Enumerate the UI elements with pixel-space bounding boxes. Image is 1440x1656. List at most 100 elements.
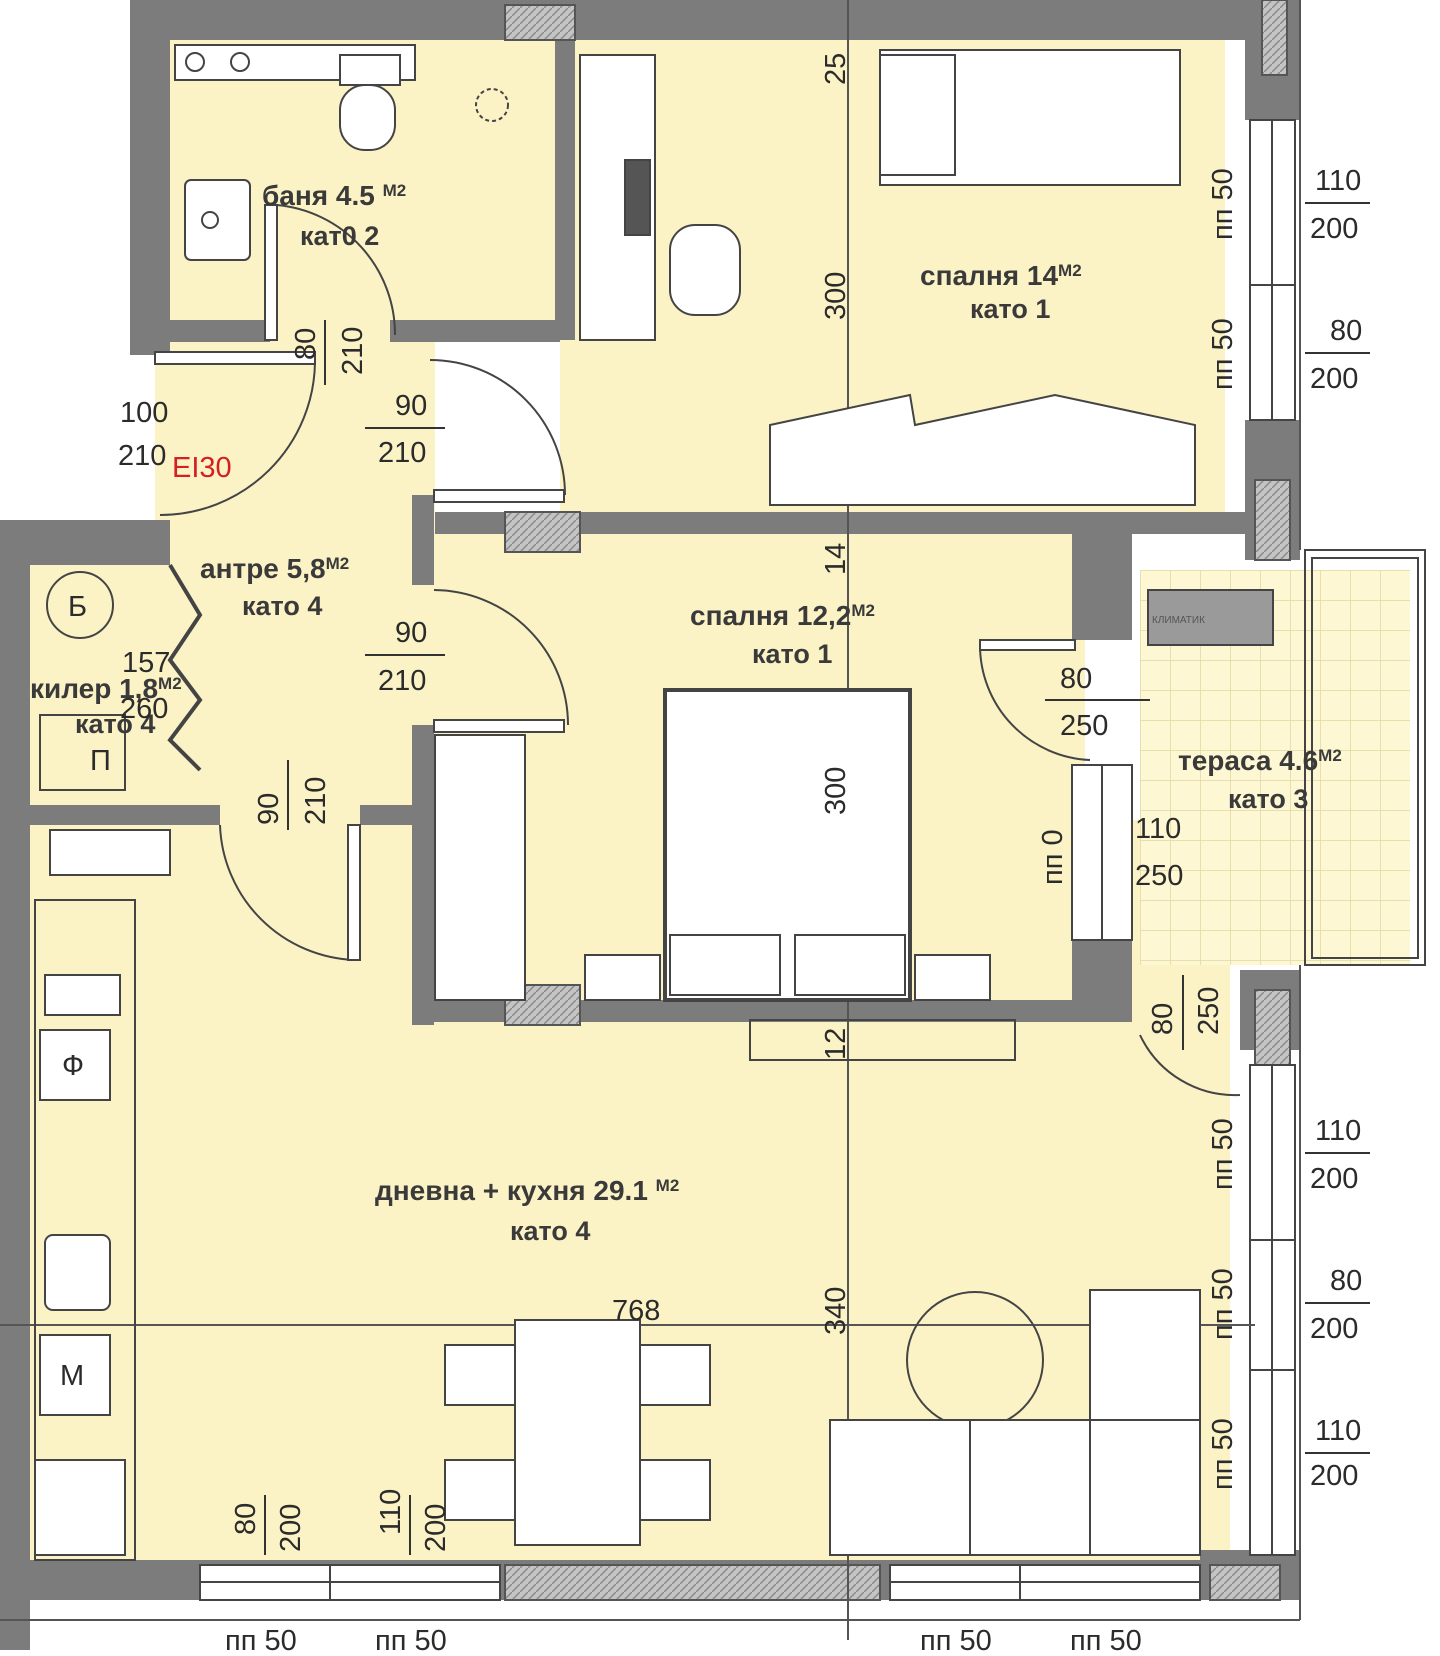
dim-label: 200: [1310, 1313, 1358, 1345]
dim-label: 300: [820, 767, 852, 815]
dim-label: 210: [378, 665, 426, 697]
dim-label: пп 50: [225, 1625, 297, 1656]
column: [1261, 0, 1288, 76]
dim-label: пп 50: [1207, 318, 1239, 390]
dim-label: 210: [300, 777, 332, 825]
dim-label: 260: [120, 693, 168, 725]
door-leaf: [154, 351, 316, 365]
room-floor-hall: като 4: [242, 591, 322, 621]
dim-label: пп 50: [920, 1625, 992, 1656]
wardrobe: [769, 393, 1196, 506]
dim-label: 210: [337, 327, 369, 375]
chair: [669, 224, 741, 316]
dim-label: 768: [612, 1295, 660, 1327]
dim-label: EI30: [172, 452, 232, 484]
tap: [185, 52, 205, 72]
dim-label: 80: [1330, 1265, 1362, 1297]
monitor: [624, 159, 651, 236]
dim-label: 157: [122, 647, 170, 679]
terrace-rail: [1304, 549, 1426, 966]
room-floor-terrace: като 3: [1228, 784, 1308, 814]
dim-label: 110: [1315, 165, 1361, 197]
dim-label: 110: [1315, 1415, 1361, 1447]
dim-label: пп 50: [1070, 1625, 1142, 1656]
room-label-bathroom: баня 4.5 M2: [262, 180, 406, 211]
nightstand: [914, 954, 991, 1001]
nightstand: [584, 954, 661, 1001]
door-leaf: [264, 204, 278, 341]
dim-label: 110: [1135, 813, 1181, 845]
dim-label: пп 50: [1207, 1268, 1239, 1340]
kitchen-counter: [34, 899, 136, 1561]
dining-chair: [444, 1459, 516, 1521]
room-floor-bathroom: кат0 2: [300, 221, 379, 251]
wall-hall-bottom: [360, 805, 415, 825]
dim-label: пп 50: [1207, 168, 1239, 240]
room-label-pantry: килер 1,8M2: [30, 673, 182, 704]
wall-entry: [0, 520, 170, 565]
fixture-labels: КЛИМАТИК Ф М Б П: [60, 591, 1205, 1392]
dim-label: 200: [1310, 213, 1358, 245]
wall-bed2-right2: [1072, 940, 1132, 1020]
room-floor-bedroom2: като 1: [752, 639, 832, 669]
dining-chair: [444, 1344, 516, 1406]
wardrobe-2: [434, 734, 526, 1001]
dim-label: 80: [1060, 663, 1092, 695]
wall-bed2-right: [1072, 515, 1132, 640]
dim-label: 250: [1193, 987, 1225, 1035]
wall-top: [130, 0, 1255, 40]
kitchen-sink: [44, 1234, 111, 1311]
shelf-label: П: [90, 745, 111, 777]
terrace-rail-inner: [1311, 557, 1419, 959]
hob: [44, 974, 121, 1016]
column: [504, 1564, 881, 1601]
pillow: [794, 934, 906, 996]
dim-label: 80: [1147, 1003, 1179, 1035]
fridge-label: Ф: [62, 1050, 84, 1082]
dim-label: 250: [1135, 860, 1183, 892]
room-label-bedroom2: спалня 12,2M2: [690, 600, 875, 631]
dim-label: 110: [375, 1489, 407, 1535]
column: [1209, 1564, 1281, 1601]
columns: [504, 0, 1291, 1601]
dining-chair: [639, 1344, 711, 1406]
door-swing: [276, 204, 397, 336]
dim-label: 300: [820, 272, 852, 320]
bed-pillow: [879, 54, 956, 176]
room-floor-pantry: като 4: [75, 709, 155, 739]
dim-label: 340: [820, 1287, 852, 1335]
dim-label: 90: [395, 390, 427, 422]
door-swing: [429, 359, 566, 496]
sink-drain: [201, 211, 219, 229]
dim-label: 210: [118, 440, 166, 472]
door-leaf: [433, 719, 565, 733]
washer-label: М: [60, 1360, 84, 1392]
wall-bath-bottom: [130, 320, 270, 342]
climate-label: КЛИМАТИК: [1152, 615, 1205, 626]
windows: [199, 119, 1426, 1601]
door-leaf: [979, 639, 1076, 651]
column: [504, 511, 581, 553]
dim-label: пп 50: [375, 1625, 447, 1656]
dim-label: 100: [120, 397, 168, 429]
door-swing: [433, 589, 569, 726]
wall-left-bath: [130, 0, 170, 355]
toilet-bowl: [339, 84, 396, 151]
dim-label: пп 0: [1037, 829, 1069, 885]
pillow: [669, 934, 781, 996]
appliance: [34, 1459, 126, 1556]
wall-bath-right: [555, 40, 575, 340]
drain-icon: [475, 88, 509, 122]
tap: [230, 52, 250, 72]
wall-bath-bottom2: [390, 320, 560, 342]
pantry-shelf: [39, 714, 126, 791]
wall-bed-divider: [435, 512, 1245, 534]
floor-pantry: [30, 565, 170, 810]
dim-label: 90: [253, 793, 285, 825]
dim-label: 200: [275, 1504, 307, 1552]
wall-pantry-bottom: [30, 805, 220, 825]
dim-label: 210: [378, 437, 426, 469]
climate-unit: [1147, 589, 1274, 646]
wall-left-outer: [0, 530, 30, 1650]
